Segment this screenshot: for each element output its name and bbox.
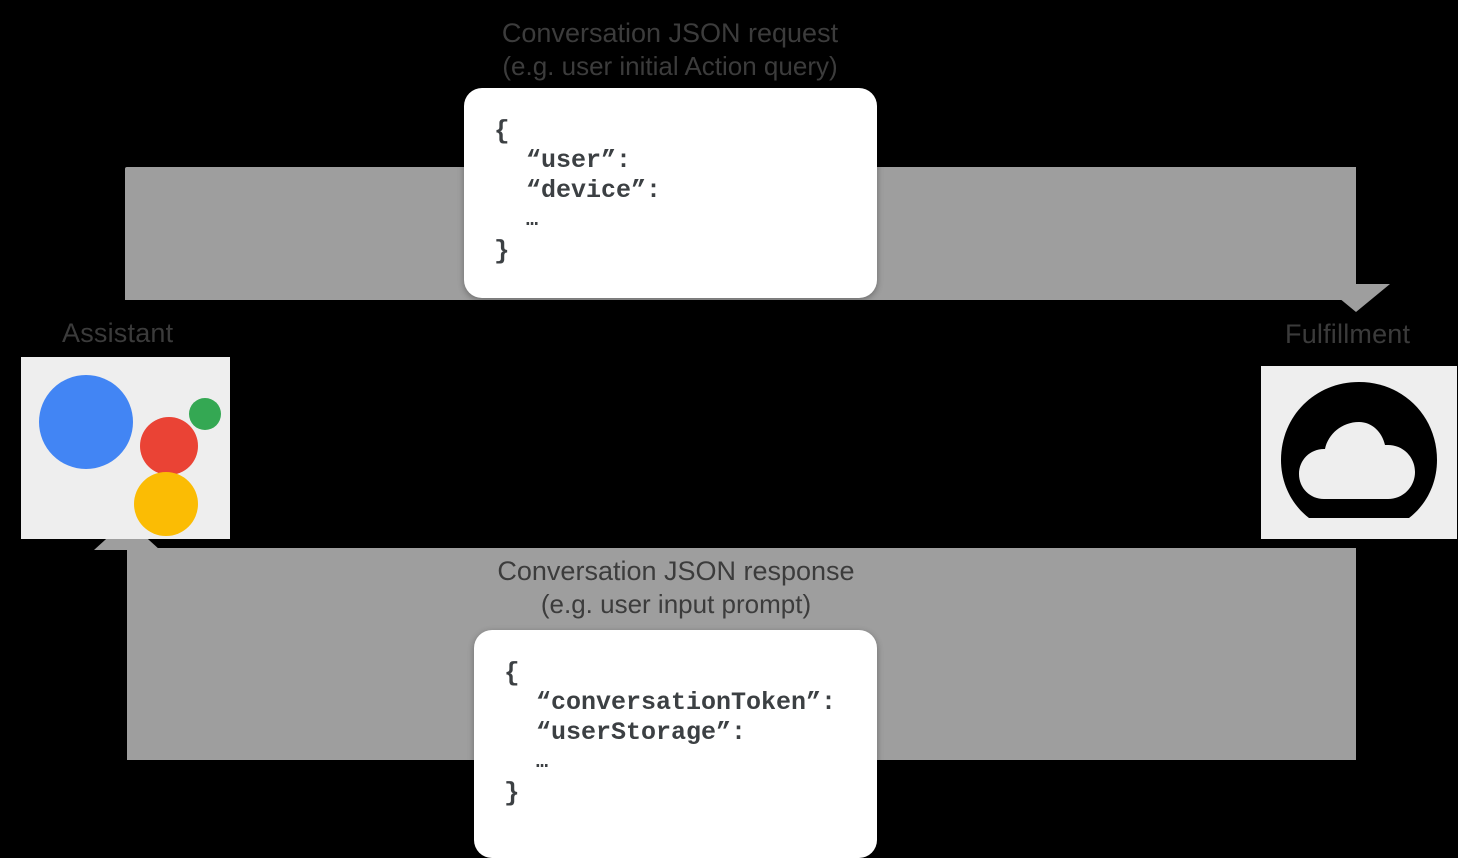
request-caption-line1: Conversation JSON request [501,18,839,48]
assistant-endpoint-tile [21,357,230,539]
request-json-line-2: “device”: [526,176,662,205]
assistant-label: Assistant [62,318,174,348]
response-json-card: { “conversationToken”: “userStorage”: … … [474,630,877,858]
fulfillment-endpoint-tile [1261,366,1457,539]
request-json-line-1: “user”: [526,146,632,175]
request-arrow-head-icon [1322,284,1390,312]
response-json-line-0: { [504,658,520,688]
assistant-dot-blue-icon [39,375,133,469]
google-assistant-logo-icon [21,357,230,539]
request-json-line-4: } [494,236,510,266]
cloud-icon [1281,381,1437,518]
response-json-line-1: “conversationToken”: [536,688,837,717]
response-json-line-3: … [536,751,549,774]
response-json-line-4: } [504,778,520,808]
request-caption-line2: (e.g. user initial Action query) [502,51,838,81]
request-flow-caption: Conversation JSON request (e.g. user ini… [0,16,1340,83]
request-json-card: { “user”: “device”: … } [464,88,877,298]
request-json-line-0: { [494,116,510,146]
assistant-dot-red-icon [140,417,198,475]
fulfillment-label: Fulfillment [1285,319,1411,349]
request-json-line-3: … [526,209,539,232]
assistant-dot-green-icon [189,398,221,430]
assistant-dot-yellow-icon [134,472,198,536]
response-json-line-2: “userStorage”: [536,718,747,747]
